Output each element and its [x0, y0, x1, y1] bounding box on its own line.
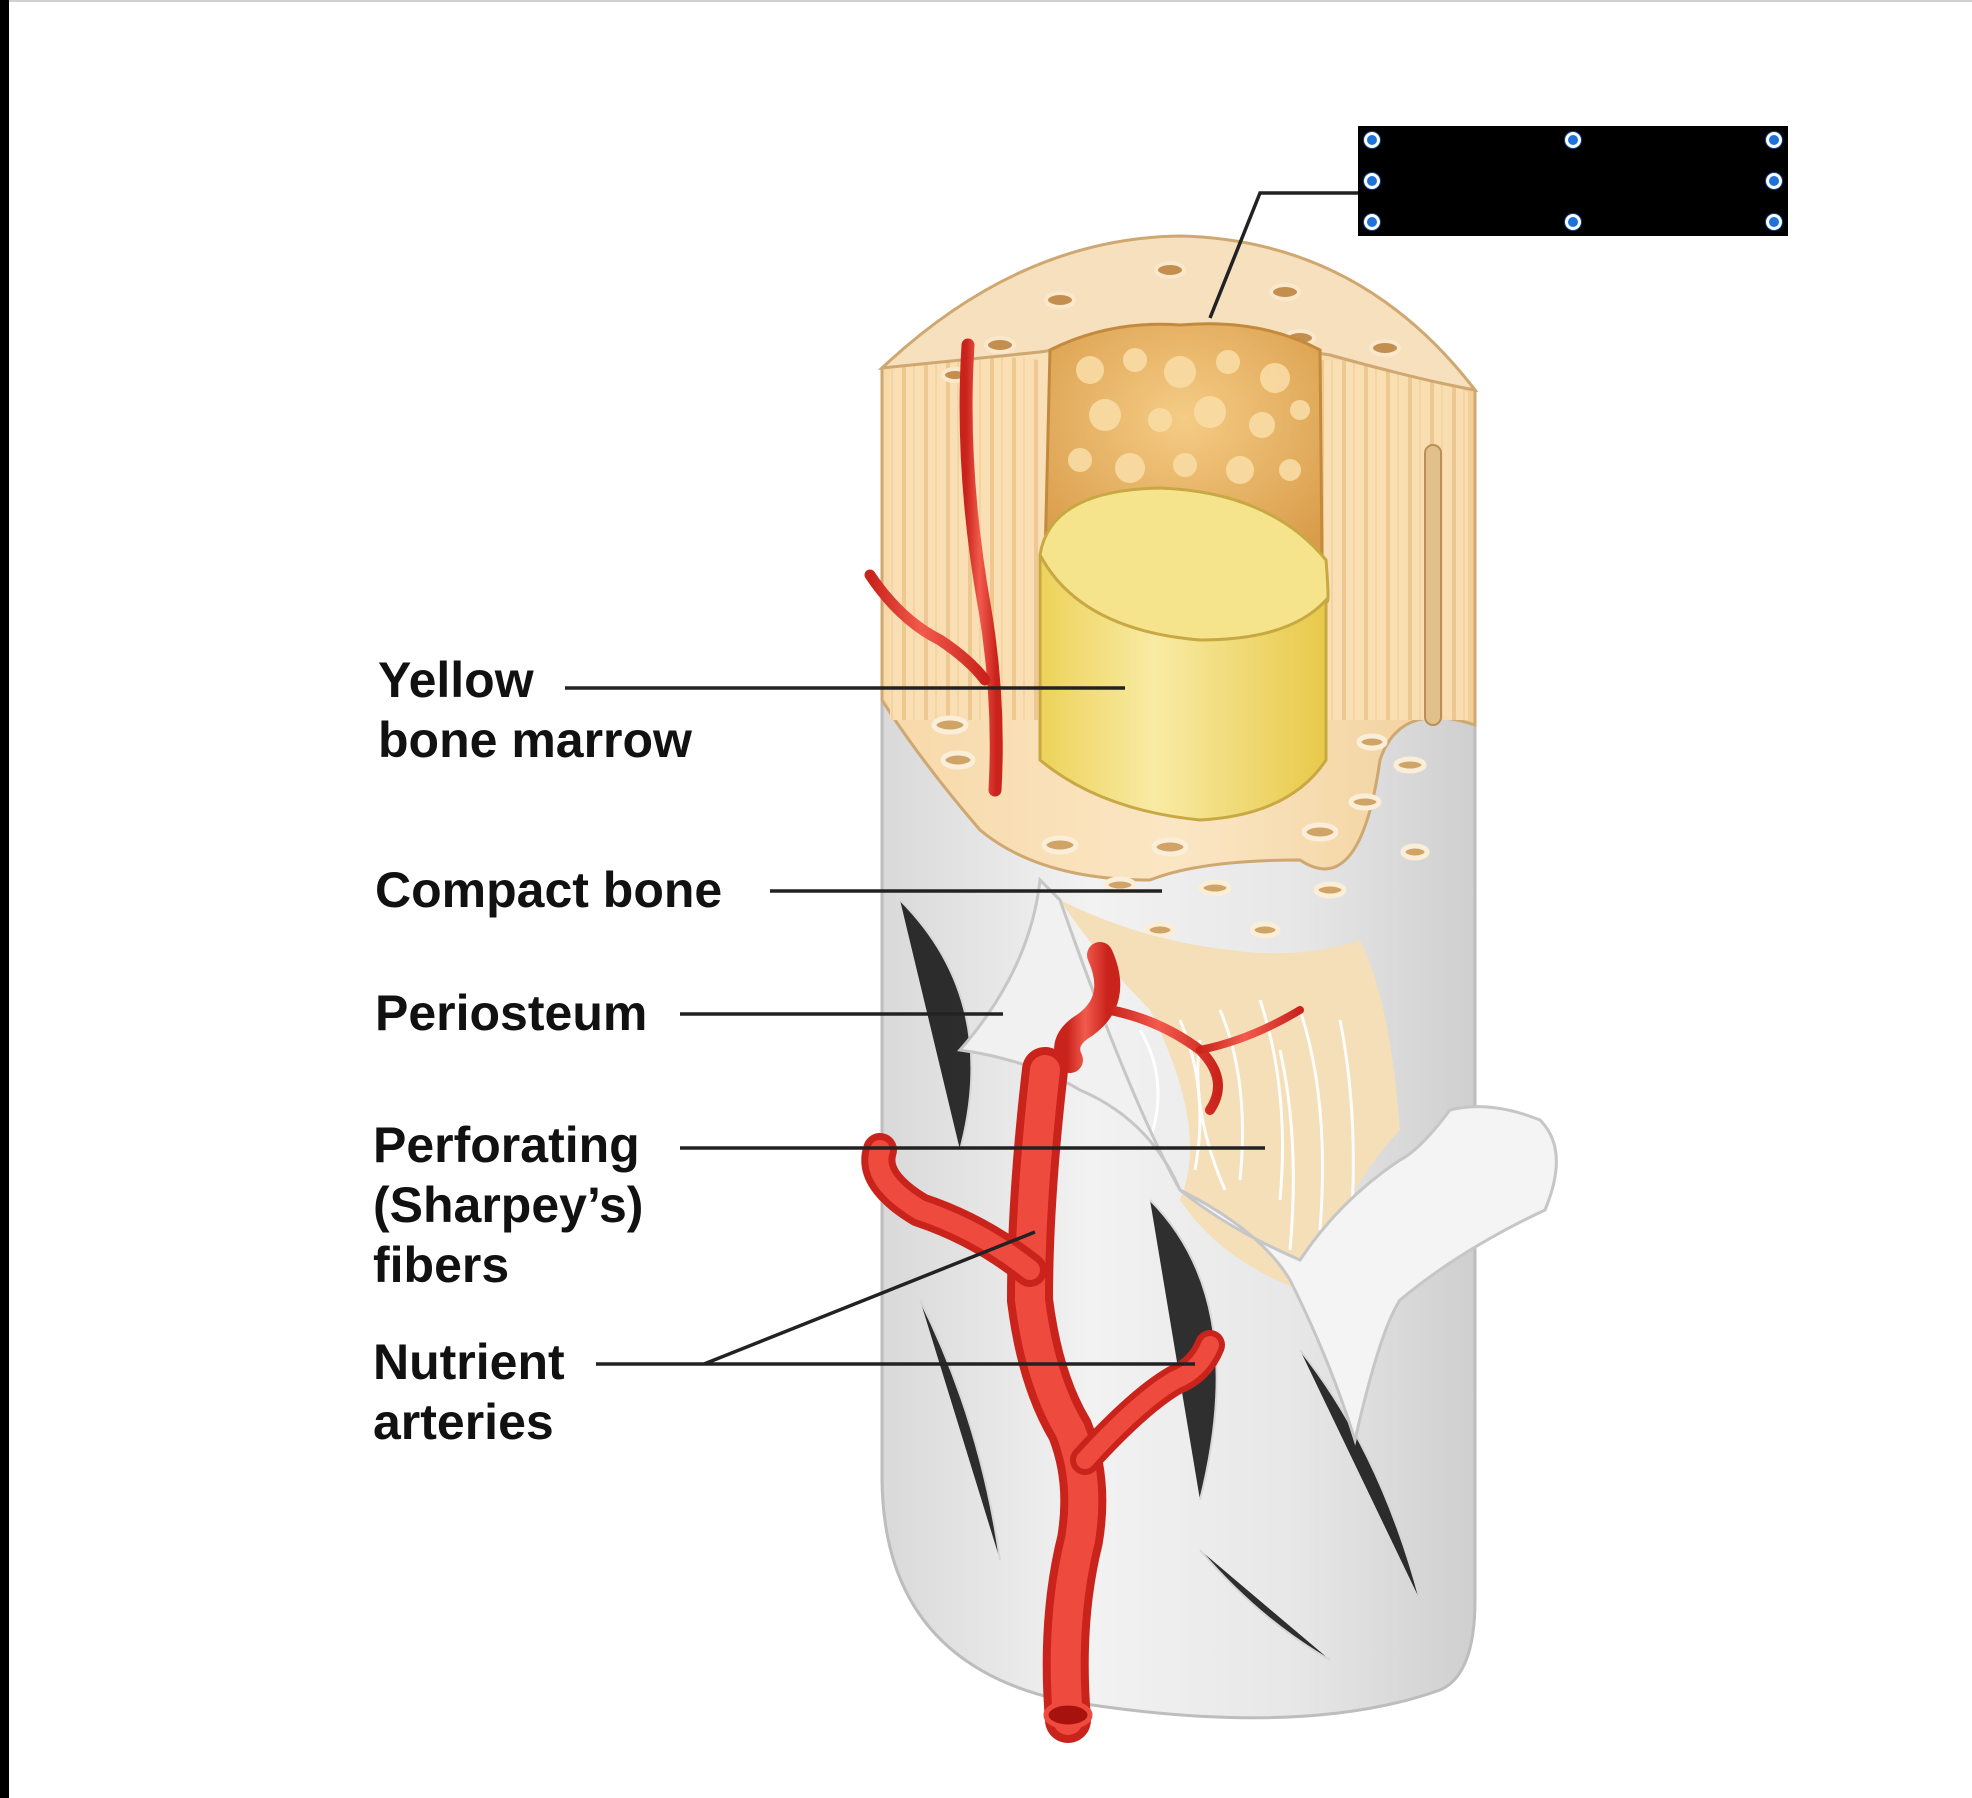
periosteum-flap-exposed-area — [1060, 900, 1400, 1290]
label-compact-bone-text: Compact bone — [375, 862, 723, 918]
central-canal-slot — [1424, 444, 1442, 726]
label-nutrient-arteries: Nutrient arteries — [373, 1332, 565, 1452]
yellow-marrow-top — [1038, 486, 1330, 642]
resize-handle-top-right[interactable] — [1766, 132, 1782, 148]
label-periosteum: Periosteum — [375, 983, 647, 1043]
resize-handle-bottom-middle[interactable] — [1565, 214, 1581, 230]
label-nutrient-line2: arteries — [373, 1394, 554, 1450]
label-compact-bone: Compact bone — [375, 860, 722, 920]
nutrient-artery-upper — [864, 338, 1003, 797]
label-yellow-bone-marrow: Yellow bone marrow — [378, 650, 692, 770]
artery-cut-end — [1043, 1700, 1093, 1730]
resize-handle-middle-left[interactable] — [1364, 173, 1380, 189]
leader-line-nutrient-arteries — [596, 1230, 1195, 1366]
nutrient-artery-branch-mid — [1054, 942, 1304, 1115]
compact-bone-right-face — [1320, 360, 1468, 720]
label-nutrient-line1: Nutrient — [373, 1334, 565, 1390]
nutrient-artery-main — [861, 1047, 1225, 1743]
compact-bone-top-surface — [877, 234, 1479, 393]
leader-line-hidden-label — [1208, 191, 1358, 319]
resize-handle-bottom-right[interactable] — [1766, 214, 1782, 230]
window-left-edge — [0, 0, 9, 1798]
resize-handle-top-left[interactable] — [1364, 132, 1380, 148]
label-perforating-line3: fibers — [373, 1237, 510, 1293]
osteon-openings-top — [941, 261, 1401, 383]
resize-handle-top-middle[interactable] — [1565, 132, 1581, 148]
resize-handle-bottom-left[interactable] — [1364, 214, 1380, 230]
leader-lines — [565, 191, 1358, 1366]
label-perforating-line1: Perforating — [373, 1117, 640, 1173]
osteon-openings-cross-section — [931, 715, 1430, 939]
label-perforating-line2: (Sharpey’s) — [373, 1177, 644, 1233]
label-perforating-fibers: Perforating (Sharpey’s) fibers — [373, 1115, 643, 1295]
label-yellow-bone-marrow-line2: bone marrow — [378, 712, 692, 768]
label-yellow-bone-marrow-line1: Yellow — [378, 652, 534, 708]
hidden-label-box[interactable] — [1358, 126, 1788, 236]
spongy-bone-cavities — [1068, 348, 1310, 484]
window-top-edge — [0, 0, 1972, 2]
label-periosteum-text: Periosteum — [375, 985, 648, 1041]
periosteum-flap-right — [1179, 1105, 1558, 1446]
resize-handle-middle-right[interactable] — [1766, 173, 1782, 189]
